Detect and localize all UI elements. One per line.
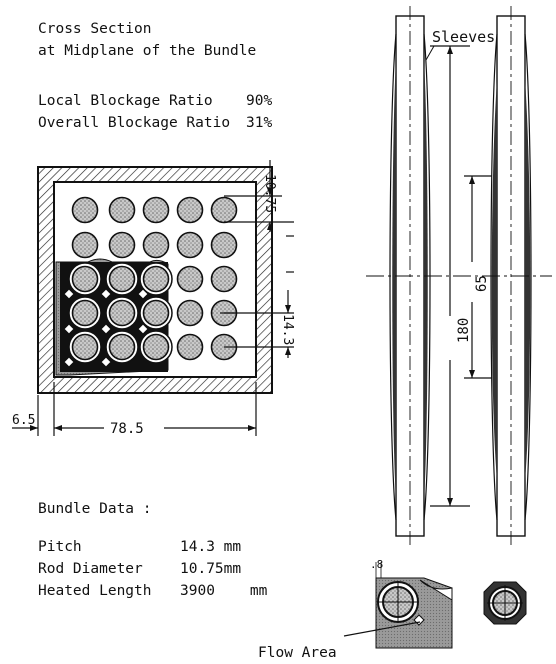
overall-blockage-label: Overall Blockage Ratio — [38, 115, 231, 131]
title-line-2: at Midplane of the Bundle — [38, 43, 257, 59]
rod-array — [68, 196, 238, 364]
rod — [142, 231, 170, 259]
rod — [210, 196, 238, 224]
bundle-row-label: Rod Diameter — [38, 561, 143, 577]
blocked-rod — [108, 299, 136, 327]
dim-pitch-label: 14.3 — [280, 314, 295, 345]
rod — [176, 231, 204, 259]
rod — [176, 299, 204, 327]
detail-blocked-rod — [375, 562, 453, 649]
bundle-row-label: Heated Length — [38, 583, 152, 599]
dim-sleeve-span-label: 180 — [456, 318, 472, 343]
local-blockage-label: Local Blockage Ratio — [38, 93, 213, 109]
blocked-rod — [142, 265, 170, 293]
blocked-rod — [108, 333, 136, 361]
blocked-rod — [71, 333, 99, 361]
bundle-row-label: Pitch — [38, 539, 82, 555]
bundle-data-heading: Bundle Data : — [38, 501, 152, 517]
title-line-1: Cross Section — [38, 21, 152, 37]
bundle-row-value: 3900 mm — [180, 583, 268, 599]
rod — [71, 196, 99, 224]
dim-65 — [464, 175, 492, 379]
detail-sleeved-rod — [483, 581, 527, 625]
overall-blockage-value: 31% — [246, 115, 273, 131]
rod — [142, 196, 170, 224]
blocked-rod — [142, 333, 170, 361]
sleeves-label: Sleeves — [432, 28, 495, 46]
rod — [176, 333, 204, 361]
dim-wall-label: 6.5 — [12, 413, 35, 428]
rod — [176, 265, 204, 293]
rod — [210, 265, 238, 293]
dim-blocked-length-label: 65 — [474, 275, 490, 292]
dim-180 — [430, 45, 470, 507]
blocked-rod — [71, 299, 99, 327]
sleeved-rod-right — [490, 6, 532, 548]
rod — [108, 231, 136, 259]
rod — [108, 196, 136, 224]
bundle-row-value: 14.3 mm — [180, 539, 242, 555]
dim-width-label: 78.5 — [110, 421, 144, 437]
blocked-rod — [71, 265, 99, 293]
blocked-rod — [142, 299, 170, 327]
rod — [210, 231, 238, 259]
arrowheads — [30, 188, 291, 431]
rod — [71, 231, 99, 259]
dim-gap-label: .8 — [370, 558, 383, 571]
local-blockage-value: 90% — [246, 93, 273, 109]
sleeved-rod-left — [389, 6, 431, 548]
bundle-row-value: 10.75mm — [180, 561, 242, 577]
dim-rod-diameter-label: 10.75 — [262, 174, 277, 213]
rod — [176, 196, 204, 224]
blocked-rod — [108, 265, 136, 293]
flow-area-label: Flow Area — [258, 645, 337, 661]
